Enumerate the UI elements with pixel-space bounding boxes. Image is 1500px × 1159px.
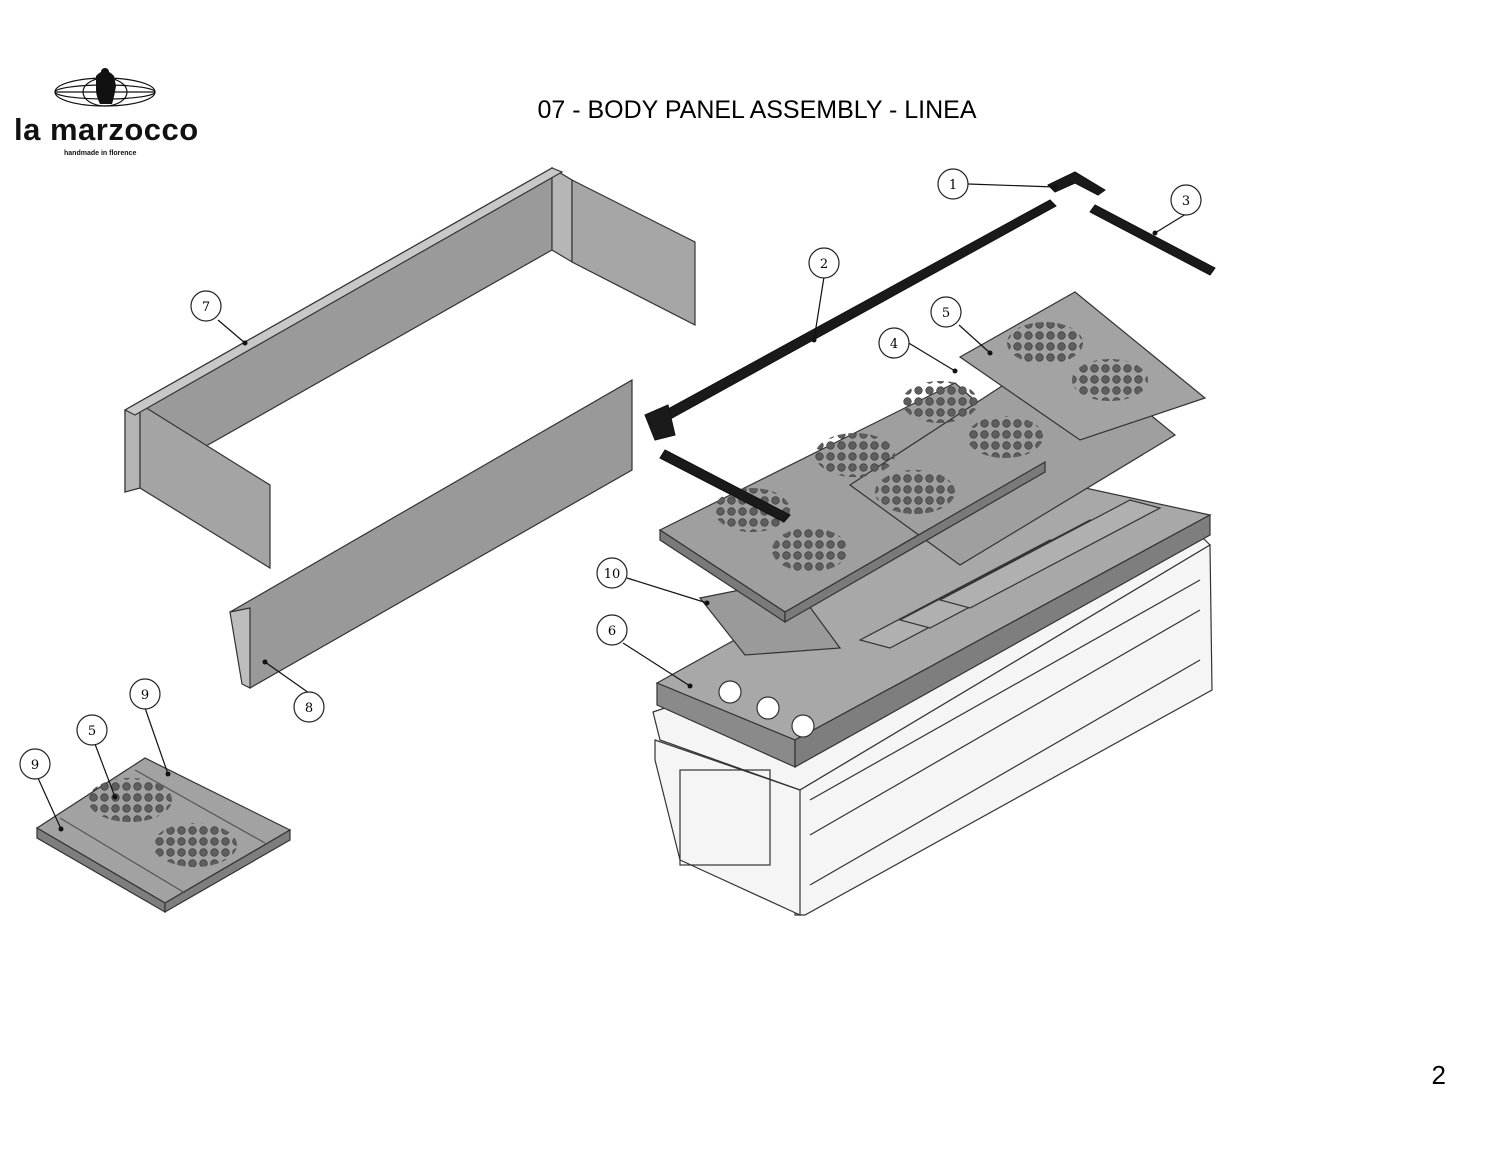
callout-9-upper: 9 xyxy=(129,678,161,710)
callout-5-lower: 5 xyxy=(76,714,108,746)
callout-9-upper-label: 9 xyxy=(141,688,149,703)
callout-10: 10 xyxy=(596,557,628,589)
callout-9-lower-label: 9 xyxy=(31,758,39,773)
part-8-front-panel xyxy=(229,378,633,689)
callout-10-label: 10 xyxy=(604,567,621,582)
callout-5: 5 xyxy=(930,296,962,328)
callout-3: 3 xyxy=(1170,184,1202,216)
callout-8-label: 8 xyxy=(305,701,313,716)
loose-cup-tray xyxy=(35,757,292,914)
callout-4-label: 4 xyxy=(890,337,898,352)
leader-lines xyxy=(37,183,1187,830)
callout-1: 1 xyxy=(937,168,969,200)
callout-5-label: 5 xyxy=(942,306,950,321)
callout-9-lower: 9 xyxy=(19,748,51,780)
lion-globe-logo-icon xyxy=(54,68,156,107)
callout-4: 4 xyxy=(878,327,910,359)
callout-6-label: 6 xyxy=(608,624,616,639)
trim-strips xyxy=(644,171,1216,523)
cup-tray-panels xyxy=(658,291,1207,624)
callout-6: 6 xyxy=(596,614,628,646)
brand-tagline: handmade in florence xyxy=(64,150,137,157)
callout-2: 2 xyxy=(808,247,840,279)
brand-name: la marzocco xyxy=(14,112,199,147)
part-6-top-tray xyxy=(655,475,1212,769)
callout-3-label: 3 xyxy=(1182,194,1190,209)
callout-2-label: 2 xyxy=(820,257,828,272)
callout-7-label: 7 xyxy=(202,300,210,315)
page-number: 2 xyxy=(1431,1060,1446,1090)
callout-1-label: 1 xyxy=(949,178,957,193)
callout-8: 8 xyxy=(293,691,325,723)
part-7-back-panel xyxy=(123,166,696,570)
callout-5-lower-label: 5 xyxy=(88,724,96,739)
page-title: 07 - BODY PANEL ASSEMBLY - LINEA xyxy=(537,96,977,124)
callout-7: 7 xyxy=(190,290,222,322)
